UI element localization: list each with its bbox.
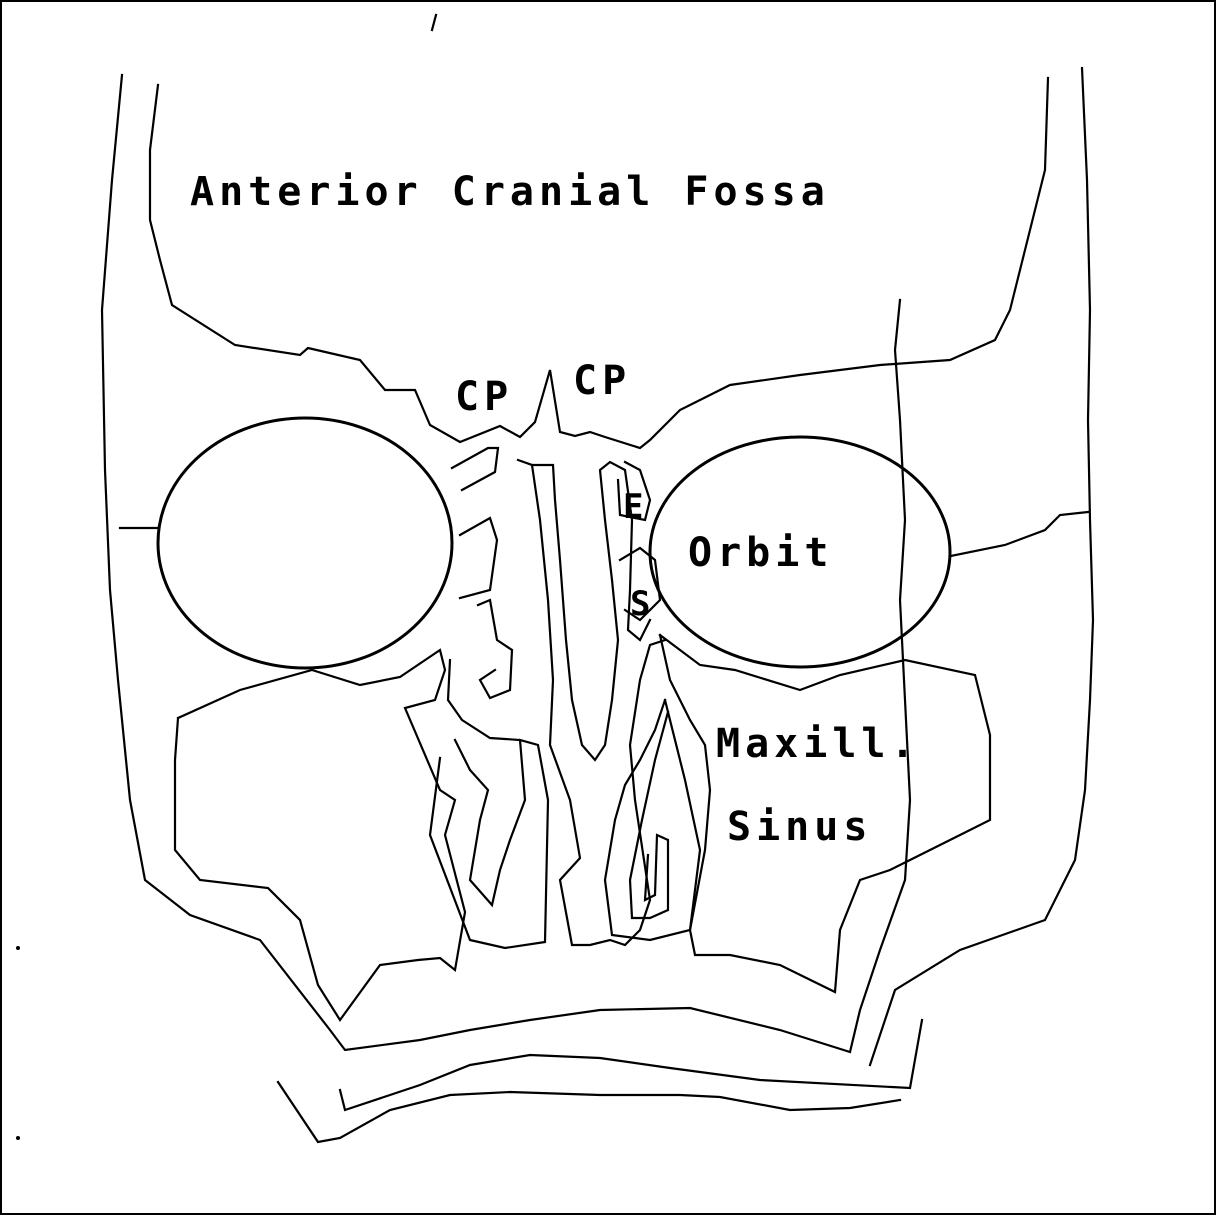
right-orbit-line (951, 512, 1088, 556)
label-orbit: Orbit (688, 530, 833, 576)
label-sphenoid: S (630, 584, 650, 624)
label-maxillary-line2: Sinus (727, 804, 872, 850)
nasal-septum (518, 460, 665, 945)
top-tick (432, 15, 436, 30)
left-nasal-passage-2 (460, 518, 497, 598)
palate-lower (278, 1082, 900, 1142)
left-nasal-passage-4 (448, 660, 525, 905)
left-maxillary-sinus (175, 650, 465, 1020)
palate-upper (340, 1020, 922, 1110)
label-ethmoid: E (623, 487, 643, 527)
dot-mark-1 (16, 946, 20, 950)
right-nasal-turbinate (605, 700, 700, 940)
label-maxillary-line1: Maxill. (716, 721, 920, 767)
dot-mark-2 (16, 1136, 20, 1140)
label-anterior-cranial-fossa: Anterior Cranial Fossa (190, 169, 830, 215)
left-nasal-passage-3 (478, 600, 512, 698)
outer-skull-outline-right (870, 68, 1093, 1065)
left-nasal-passage-1 (452, 448, 498, 490)
left-orbit (158, 418, 452, 668)
label-cp-left: CP (455, 374, 513, 420)
label-cp-right: CP (573, 358, 631, 404)
